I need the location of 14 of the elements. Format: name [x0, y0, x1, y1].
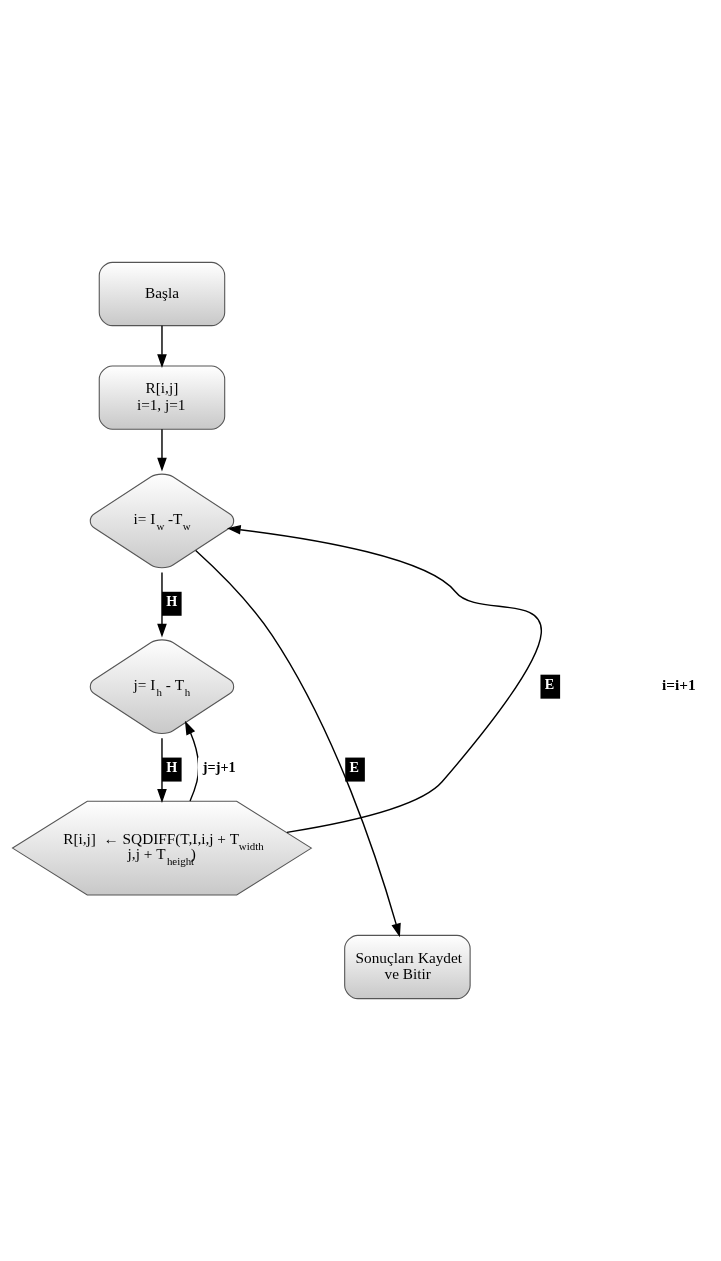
edge-label: H [166, 759, 178, 776]
arrow [157, 737, 167, 803]
arrow [157, 571, 167, 638]
arrow [157, 428, 167, 472]
node-box: R[i,j] i=1, j=1 [98, 365, 226, 430]
edge-label: H [166, 593, 178, 610]
arrow [157, 325, 167, 369]
edge-label: E [349, 759, 360, 776]
edge-label: j=j+1 [202, 759, 236, 776]
label: i=i+1 [662, 675, 696, 693]
node-box: Sonuçları Kaydet ve Bitir [344, 934, 471, 1000]
node-box: Başla [98, 261, 226, 327]
arrow [226, 525, 542, 834]
edge-label: E [544, 676, 555, 693]
